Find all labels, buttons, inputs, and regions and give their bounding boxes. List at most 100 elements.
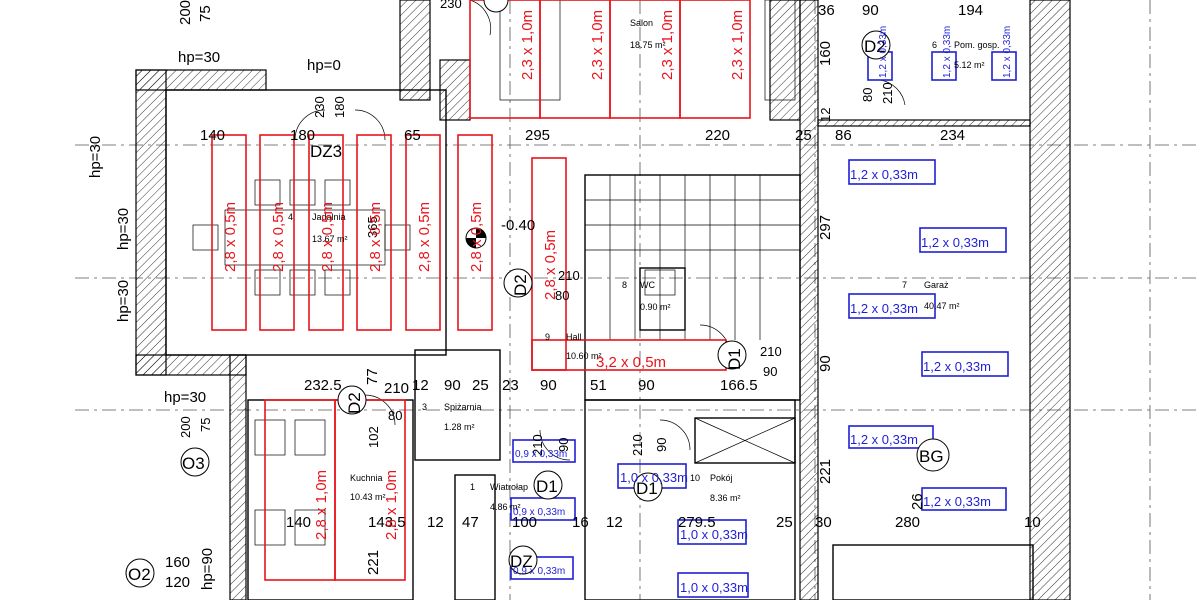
room-area: 10.43 m² xyxy=(350,492,386,502)
dimension-label: 75 xyxy=(198,418,213,432)
dimension-label: 90 xyxy=(817,355,834,372)
room-area: 1.28 m² xyxy=(444,422,475,432)
red-zone-label: 2,8 x 0,5m xyxy=(468,202,485,272)
red-zone-box xyxy=(211,134,247,331)
room-name: Pom. gosp. xyxy=(954,40,1000,50)
dimension-label: 90 xyxy=(540,377,557,394)
dimension-label: 86 xyxy=(835,127,852,144)
dimension-label: 75 xyxy=(197,5,214,22)
dimension-label: 221 xyxy=(817,459,834,484)
red-zone-label: 2,3 x 1,0m xyxy=(729,10,746,80)
red-zone-box xyxy=(259,134,295,331)
blue-zone-label: 1,2 x 0,33m xyxy=(850,167,918,182)
dimension-label: 200 xyxy=(177,0,194,25)
room-area: 8.36 m² xyxy=(710,493,741,503)
room-name: Pokój xyxy=(710,473,733,483)
room-number: 10 xyxy=(690,473,700,483)
red-zone-box xyxy=(457,134,493,331)
dimension-label: 234 xyxy=(940,127,965,144)
red-zone-label: 2,3 x 1,0m xyxy=(519,10,536,80)
blue-zone-label: 0,9 x 0,33m xyxy=(513,507,565,518)
dimension-label: 12 xyxy=(427,514,444,531)
red-zone-box xyxy=(308,134,344,331)
room-name: Kuchnia xyxy=(350,473,383,483)
door-tag: D1 xyxy=(636,479,658,498)
red-zone-labels: 2,3 x 1,0m 2,3 x 1,0m 2,3 x 1,0m 2,3 x 1… xyxy=(222,10,746,540)
dimension-label: 12 xyxy=(606,514,623,531)
blue-zone-label: 1,2 x 0,33m xyxy=(923,359,991,374)
dimension-label: 160 xyxy=(817,41,834,66)
dimension-label: 210 xyxy=(630,434,645,456)
dimension-label: 230 xyxy=(312,96,327,118)
room-number: 1 xyxy=(470,482,475,492)
dimension-label: 280 xyxy=(895,514,920,531)
dimension-label: 210 xyxy=(880,82,895,104)
dimension-label: 160 xyxy=(165,554,190,571)
door-tag: DZ xyxy=(510,552,533,571)
red-zone-box xyxy=(334,399,406,581)
blue-zone-label: 1,2 x 0,33m xyxy=(921,235,989,250)
blue-zone-box xyxy=(512,439,576,463)
dimension-label: 65 xyxy=(404,127,421,144)
blue-zone-box xyxy=(919,227,1007,253)
red-zone-label: 2,8 x 0,5m xyxy=(367,202,384,272)
room-name: Garaż xyxy=(924,280,949,290)
dimension-label: 10 xyxy=(1024,514,1041,531)
dimension-label: 12 xyxy=(412,377,429,394)
room-labels: Salon 18.75 m² 6 Pom. gosp. 5.12 m² 4 Ja… xyxy=(288,18,1000,512)
blue-zone-box xyxy=(921,487,1007,511)
blue-zone-box xyxy=(677,519,747,545)
dimension-label: 80 xyxy=(555,288,569,303)
dimension-label: 90 xyxy=(638,377,655,394)
dimension-label: 120 xyxy=(165,574,190,591)
room-name: Wiatrołap xyxy=(490,482,528,492)
dimension-label: 90 xyxy=(862,2,879,19)
blue-zone-box xyxy=(921,351,1009,377)
blue-zone-box xyxy=(848,425,934,449)
red-zone-label: 2,8 x 1,0m xyxy=(383,470,400,540)
dimension-label: 26 xyxy=(909,493,926,510)
dimension-label: hp=30 xyxy=(115,280,132,322)
blue-zone-labels: 1,2 x 0,33m 1,2 x 0,33m 1,2 x 0,33m 1,2 … xyxy=(513,26,1013,595)
room-name: Hall xyxy=(566,332,582,342)
blue-zone-label: 1,2 x 0,33m xyxy=(923,494,991,509)
red-zone-label: 2,8 x 0,5m xyxy=(416,202,433,272)
room-area: 5.12 m² xyxy=(954,60,985,70)
door-tag: D1 xyxy=(725,348,744,370)
dimension-label: 295 xyxy=(525,127,550,144)
blue-zone-label: 1,0 x 0,33m xyxy=(620,470,688,485)
room-number: 3 xyxy=(422,402,427,412)
red-zone-label: 2,8 x 0,5m xyxy=(542,230,559,300)
room-area: 4.86 m² xyxy=(490,502,521,512)
tag-markers xyxy=(125,0,950,588)
room-area: 18.75 m² xyxy=(630,40,666,50)
blue-zone-label: 1,0 x 0,33m xyxy=(680,580,748,595)
red-zone-box xyxy=(679,0,751,119)
dimension-label: 90 xyxy=(654,438,669,452)
dimension-label: 279.5 xyxy=(678,514,716,531)
dimension-label: 194 xyxy=(958,2,983,19)
equipment-tag: BG xyxy=(919,447,944,466)
window-tag: O3 xyxy=(182,454,205,473)
door-tag: D2 xyxy=(511,274,530,296)
red-zone-label: 2,8 x 0,5m xyxy=(319,202,336,272)
window-tag: O2 xyxy=(128,565,151,584)
blue-zone-label: 0,9 x 0,33m xyxy=(513,566,565,577)
dimension-label: 297 xyxy=(817,215,834,240)
dimension-label: 80 xyxy=(388,408,402,423)
room-name: Jadalnia xyxy=(312,212,346,222)
blue-zone-label: 1,0 x 0,33m xyxy=(680,527,748,542)
dimension-label: hp=90 xyxy=(199,548,216,590)
tag-labels: D2 DZ3 D2 D1 D2 D1 D1 DZ O3 O2 BG xyxy=(128,37,944,584)
room-number: 7 xyxy=(902,280,907,290)
blue-zone-label: 0,9 x 0,33m xyxy=(515,449,567,460)
dimension-label: 210 xyxy=(760,344,782,359)
dimension-label: 16 xyxy=(572,514,589,531)
dimension-label: 166.5 xyxy=(720,377,758,394)
dimension-label: 200 xyxy=(178,416,193,438)
dimension-label: 80 xyxy=(860,88,875,102)
blue-zone-box xyxy=(848,159,936,185)
door-tag: DZ3 xyxy=(310,142,342,161)
blue-zone-box xyxy=(677,572,749,598)
